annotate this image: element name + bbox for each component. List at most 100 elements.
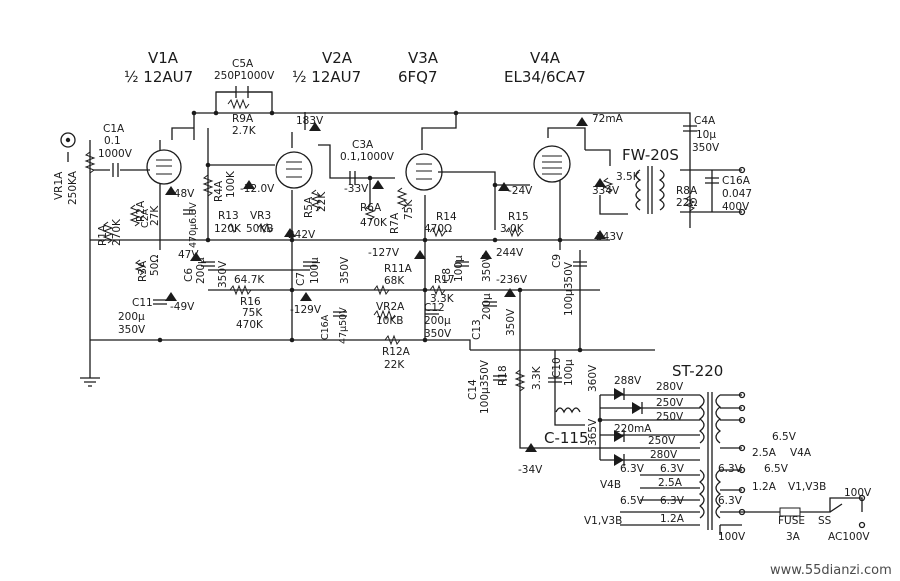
label-c1a-v2: 1000V xyxy=(98,148,133,160)
label-m34v: -34V xyxy=(518,464,543,476)
label-r6a-val: 470K xyxy=(360,217,388,229)
label-r5a: R5A xyxy=(303,196,315,218)
label-m33v: -33V xyxy=(344,183,369,195)
label-r4a-val: 100K xyxy=(225,170,237,198)
label-343v: 343V xyxy=(596,231,624,243)
resistors xyxy=(84,98,696,392)
label-r16-v1: 75K xyxy=(242,307,263,319)
label-c9-val: 100μ350V xyxy=(563,261,575,316)
label-ac100v: AC100V xyxy=(828,531,870,543)
label-r7a-val: 75K xyxy=(403,199,415,220)
label-183v: 183V xyxy=(296,115,324,127)
label-m12v: -12.0V xyxy=(240,183,275,195)
label-v1v3b-tag: V1,V3B xyxy=(788,481,826,493)
tube-v1-symbol xyxy=(146,149,182,185)
label-r9a-val: 2.7K xyxy=(232,125,257,137)
label-c11-v1: 200μ xyxy=(118,311,145,323)
label-v4b-tag: V4B xyxy=(600,479,621,491)
label-365v: 365V xyxy=(587,418,599,446)
output-transformer-icon xyxy=(635,166,665,214)
label-r4a: R4A xyxy=(213,180,225,202)
v1-name: V1A xyxy=(148,49,179,67)
label-c12: C12 xyxy=(424,302,445,314)
label-63v-d: 6.3V xyxy=(660,495,685,507)
tube-v2-symbol xyxy=(275,151,313,189)
label-r11a: R11A xyxy=(384,263,413,275)
label-m129v: -129V xyxy=(290,304,322,316)
label-c1a: C1A xyxy=(103,123,125,135)
label-c9: C9 xyxy=(551,254,563,268)
label-64k7: 64.7K xyxy=(234,274,265,286)
label-fuse-a: 3A xyxy=(786,531,801,543)
label-c16a: C16A xyxy=(722,175,751,187)
label-v4a-tag: V4A xyxy=(790,447,812,459)
label-r14-val: 470Ω xyxy=(424,223,452,235)
wiring xyxy=(67,91,863,535)
label-c11-v2: 350V xyxy=(118,324,146,336)
label-r12a: R12A xyxy=(382,346,411,358)
label-r1a-val: 270K xyxy=(111,218,123,246)
capacitors xyxy=(112,86,719,383)
label-350v-c: 350V xyxy=(481,254,493,282)
label-c14-val: 100μ350V xyxy=(479,359,491,414)
label-c13: C13 xyxy=(471,319,483,340)
label-r8a-val: 22Ω xyxy=(676,197,697,209)
fuse-icon xyxy=(779,507,801,517)
label-c2a: C2A xyxy=(140,208,151,228)
label-r3a: R3A xyxy=(137,260,149,282)
component-labels: C5A 250P1000V R9A 2.7K VR1A 250KA C1A 0.… xyxy=(53,58,872,543)
label-63v-c: 6.3V xyxy=(718,463,743,475)
label-63v-e: 6.3V xyxy=(718,495,743,507)
v4-type: EL34/6CA7 xyxy=(504,68,586,86)
label-280v-a: 280V xyxy=(656,381,684,393)
label-m49v: -49V xyxy=(170,301,195,313)
terminals xyxy=(738,166,866,529)
label-c8: C8 xyxy=(441,268,453,282)
label-250v-a: 250V xyxy=(656,397,684,409)
watermark: www.55dianzi.com xyxy=(770,563,892,578)
label-r11a-val: 68K xyxy=(384,275,405,287)
input-jack-icon xyxy=(60,132,76,148)
label-r6a: R6A xyxy=(360,202,382,214)
label-3k5: 3.5K xyxy=(616,171,641,183)
label-c13-val: 200μ xyxy=(481,293,493,320)
label-47v: 47V xyxy=(178,249,199,261)
power-switch-icon xyxy=(829,503,843,513)
label-r13: R13 xyxy=(218,210,239,222)
v3-name: V3A xyxy=(408,49,439,67)
label-250v-b: 250V xyxy=(656,411,684,423)
label-c16: C16A xyxy=(320,314,331,340)
label-220ma: 220mA xyxy=(614,423,652,435)
label-vr1: VR1A xyxy=(53,171,65,200)
label-250v-c: 250V xyxy=(648,435,676,447)
label-r15-val: 3.0K xyxy=(500,223,525,235)
label-c16a-v: 400V xyxy=(722,201,750,213)
label-r16: R16 xyxy=(240,296,261,308)
v2-type: ½ 12AU7 xyxy=(292,68,361,86)
label-c115: C-115 xyxy=(544,429,589,447)
label-c1a-v1: 0.1 xyxy=(104,135,121,147)
label-288v: 288V xyxy=(614,375,642,387)
label-242v: 242V xyxy=(288,229,316,241)
label-65v-b: 6.5V xyxy=(764,463,789,475)
v3-type: 6FQ7 xyxy=(398,68,438,86)
label-72ma: 72mA xyxy=(592,113,624,125)
label-st220: ST-220 xyxy=(672,362,723,380)
label-r18-val: 3.3K xyxy=(531,365,543,390)
label-r14: R14 xyxy=(436,211,457,223)
label-r2a-val: 27K xyxy=(149,205,161,226)
tube-v4-symbol xyxy=(533,145,571,183)
v1-type: ½ 12AU7 xyxy=(124,68,193,86)
v2-name: V2A xyxy=(322,49,353,67)
label-vr1-val: 250KA xyxy=(67,170,79,205)
label-r9a: R9A xyxy=(232,113,254,125)
label-c12-v1: 200μ xyxy=(424,315,451,327)
label-r5a-val: 22K xyxy=(316,191,328,212)
label-c2a-val: 470μ6.3V xyxy=(188,202,199,248)
test-point-arrows xyxy=(165,117,606,452)
rectifier-diodes xyxy=(614,388,643,466)
label-vr2a-val: 10KB xyxy=(376,315,403,327)
label-r18: R18 xyxy=(497,365,509,386)
